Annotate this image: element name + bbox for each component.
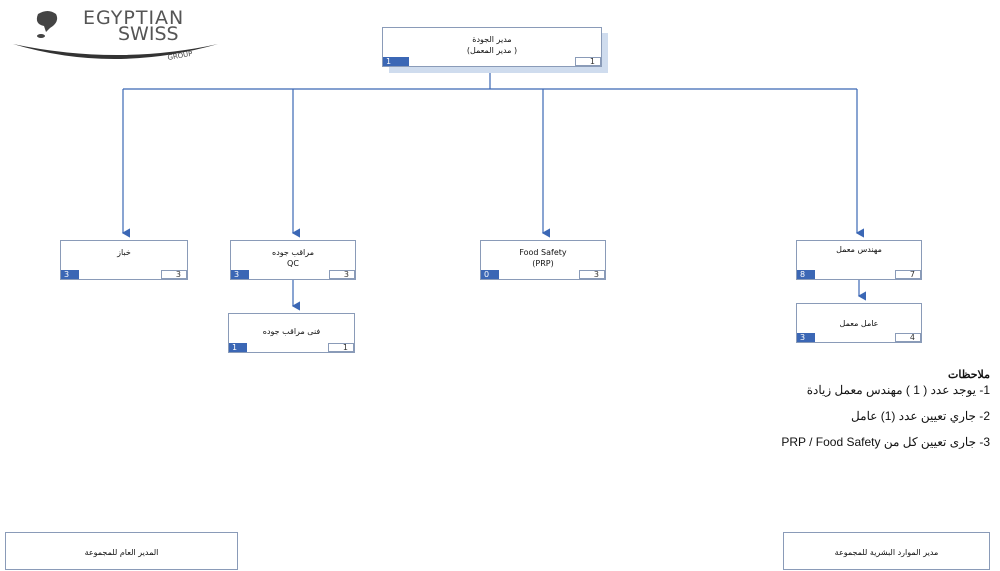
box-right-count: 3 xyxy=(161,270,187,279)
box-title: Food Safety xyxy=(519,248,567,257)
box-lab-engineer[interactable]: مهندس معمل 8 7 xyxy=(796,240,922,280)
box-title: عامل معمل xyxy=(839,319,879,328)
notes-heading: ملاحظات xyxy=(948,369,990,381)
box-left-count: 0 xyxy=(481,270,499,279)
box-left-count: 3 xyxy=(231,270,249,279)
svg-text:EGYPTIAN: EGYPTIAN xyxy=(83,7,184,29)
box-subtitle: QC xyxy=(287,259,299,268)
box-left-count: 3 xyxy=(797,333,815,342)
box-title: مهندس معمل xyxy=(836,245,882,254)
box-title: فنى مراقب جوده xyxy=(262,327,321,336)
box-lab-worker[interactable]: عامل معمل 3 4 xyxy=(796,303,922,343)
box-right-count: 7 xyxy=(895,270,921,279)
note-item: 1- يوجد عدد ( 1 ) مهندس معمل زيادة xyxy=(806,383,990,397)
signature-label: مدير الموارد البشرية للمجموعة xyxy=(834,548,939,557)
box-left-count: 1 xyxy=(383,57,409,66)
box-left-count: 3 xyxy=(61,270,79,279)
box-quality-inspector[interactable]: مراقب جوده QC 3 3 xyxy=(230,240,356,280)
box-right-count: 1 xyxy=(328,343,354,352)
box-title: خباز xyxy=(117,248,131,257)
box-left-count: 1 xyxy=(229,343,247,352)
signature-label: المدير العام للمجموعة xyxy=(84,548,159,557)
box-right-count: 3 xyxy=(579,270,605,279)
box-quality-technician[interactable]: فنى مراقب جوده 1 1 xyxy=(228,313,355,353)
box-quality-manager[interactable]: مدير الجودة (مدير المعمل ) 1 1 xyxy=(382,27,602,67)
box-title: مراقب جوده xyxy=(272,248,314,257)
box-subtitle: (PRP) xyxy=(532,259,554,268)
box-baker[interactable]: خباز 3 3 xyxy=(60,240,188,280)
box-title: مدير الجودة xyxy=(472,35,512,44)
note-item: 3- جارى تعيين كل من PRP / Food Safety xyxy=(781,435,990,449)
box-right-count: 4 xyxy=(895,333,921,342)
box-right-count: 1 xyxy=(575,57,601,66)
box-left-count: 8 xyxy=(797,270,815,279)
signature-box-general-manager: المدير العام للمجموعة xyxy=(5,532,238,570)
notes-section: ملاحظات 1- يوجد عدد ( 1 ) مهندس معمل زيا… xyxy=(781,368,990,461)
box-right-count: 3 xyxy=(329,270,355,279)
box-food-safety[interactable]: Food Safety (PRP) 0 3 xyxy=(480,240,606,280)
note-item: 2- جاري تعيين عدد (1) عامل xyxy=(851,409,990,423)
box-subtitle: (مدير المعمل ) xyxy=(466,46,518,55)
company-logo: EGYPTIAN SWISS GROUP xyxy=(8,4,223,66)
signature-box-hr-manager: مدير الموارد البشرية للمجموعة xyxy=(783,532,990,570)
svg-text:SWISS: SWISS xyxy=(118,23,179,45)
